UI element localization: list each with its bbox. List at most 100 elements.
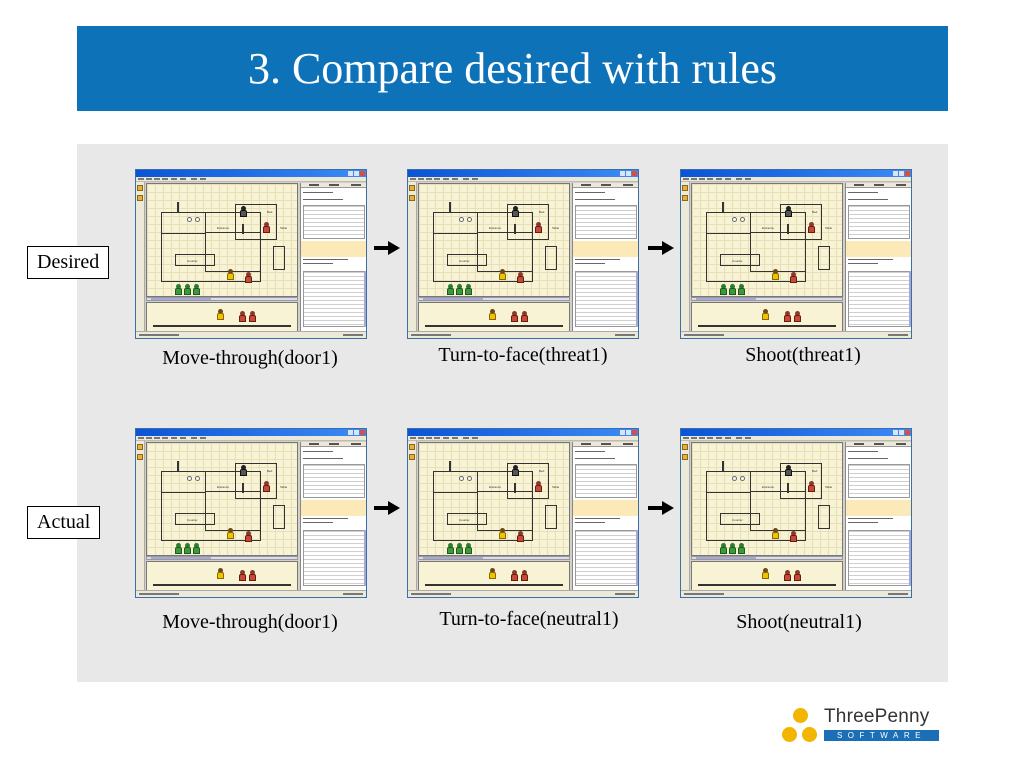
threat-figure <box>808 481 815 492</box>
side-view <box>418 561 570 591</box>
step-caption: Shoot(neutral1) <box>736 611 862 633</box>
team-figure <box>729 543 736 554</box>
minimize-icon <box>620 430 625 435</box>
step-caption: Move-through(door1) <box>162 347 338 369</box>
team-figure <box>184 543 191 554</box>
row-label-desired: Desired <box>27 246 110 279</box>
menu-bar <box>136 436 366 441</box>
team-figure <box>729 284 736 295</box>
agent-figure <box>517 272 524 283</box>
properties-panel <box>572 183 638 332</box>
team-figure <box>193 284 200 295</box>
menu-bar <box>681 177 911 182</box>
properties-panel <box>572 442 638 591</box>
side-view <box>146 561 298 591</box>
right-arrow-icon <box>648 501 674 515</box>
maximize-icon <box>899 430 904 435</box>
agent-figure <box>245 272 252 283</box>
team-figure <box>447 284 454 295</box>
close-icon <box>632 171 637 176</box>
step-caption: Turn-to-face(neutral1) <box>439 608 619 630</box>
slide-title: 3. Compare desired with rules <box>77 26 948 111</box>
minimize-icon <box>893 430 898 435</box>
tool-palette <box>408 182 417 332</box>
team-figure <box>175 284 182 295</box>
window-titlebar <box>136 170 366 177</box>
right-arrow-icon <box>374 241 400 255</box>
properties-panel <box>300 442 366 591</box>
status-bar <box>136 590 366 597</box>
minimize-icon <box>348 171 353 176</box>
agent-figure <box>790 531 797 542</box>
menu-bar <box>681 436 911 441</box>
team-figure <box>465 543 472 554</box>
menu-bar <box>408 436 638 441</box>
window-titlebar <box>136 429 366 436</box>
side-view <box>418 302 570 332</box>
status-bar <box>681 590 911 597</box>
horizontal-scrollbar <box>146 556 298 560</box>
tool-palette <box>681 441 690 591</box>
neutral-figure <box>227 269 234 280</box>
maximize-icon <box>354 171 359 176</box>
bystander-figure <box>240 206 247 217</box>
maximize-icon <box>354 430 359 435</box>
close-icon <box>905 171 910 176</box>
bystander-figure <box>240 465 247 476</box>
close-icon <box>360 430 365 435</box>
side-view <box>691 302 843 332</box>
logo-name: ThreePenny <box>824 706 930 727</box>
row-label-actual: Actual <box>27 506 101 539</box>
step-caption: Turn-to-face(threat1) <box>438 344 608 366</box>
menu-bar <box>408 177 638 182</box>
minimize-icon <box>348 430 353 435</box>
horizontal-scrollbar <box>418 297 570 301</box>
window-titlebar <box>408 429 638 436</box>
neutral-figure <box>772 528 779 539</box>
minimize-icon <box>893 171 898 176</box>
window-controls <box>620 430 637 435</box>
horizontal-scrollbar <box>418 556 570 560</box>
team-figure <box>738 284 745 295</box>
window-titlebar <box>681 170 911 177</box>
threat-figure <box>535 481 542 492</box>
team-figure <box>720 284 727 295</box>
logo-subtitle: SOFTWARE <box>824 730 939 741</box>
neutral-figure <box>772 269 779 280</box>
team-figure <box>720 543 727 554</box>
close-icon <box>360 171 365 176</box>
right-arrow-icon <box>648 241 674 255</box>
status-bar <box>408 331 638 338</box>
close-icon <box>632 430 637 435</box>
logo-dot <box>793 708 808 723</box>
team-figure <box>175 543 182 554</box>
bystander-figure <box>512 206 519 217</box>
properties-panel <box>845 442 911 591</box>
tool-palette <box>136 182 145 332</box>
maximize-icon <box>899 171 904 176</box>
agent-figure <box>790 272 797 283</box>
bystander-figure <box>785 206 792 217</box>
close-icon <box>905 430 910 435</box>
window-controls <box>620 171 637 176</box>
window-controls <box>348 430 365 435</box>
status-bar <box>681 331 911 338</box>
right-arrow-icon <box>374 501 400 515</box>
team-figure <box>447 543 454 554</box>
team-figure <box>456 543 463 554</box>
team-figure <box>193 543 200 554</box>
tool-palette <box>408 441 417 591</box>
threat-figure <box>535 222 542 233</box>
neutral-figure <box>227 528 234 539</box>
tool-palette <box>136 441 145 591</box>
horizontal-scrollbar <box>691 297 843 301</box>
